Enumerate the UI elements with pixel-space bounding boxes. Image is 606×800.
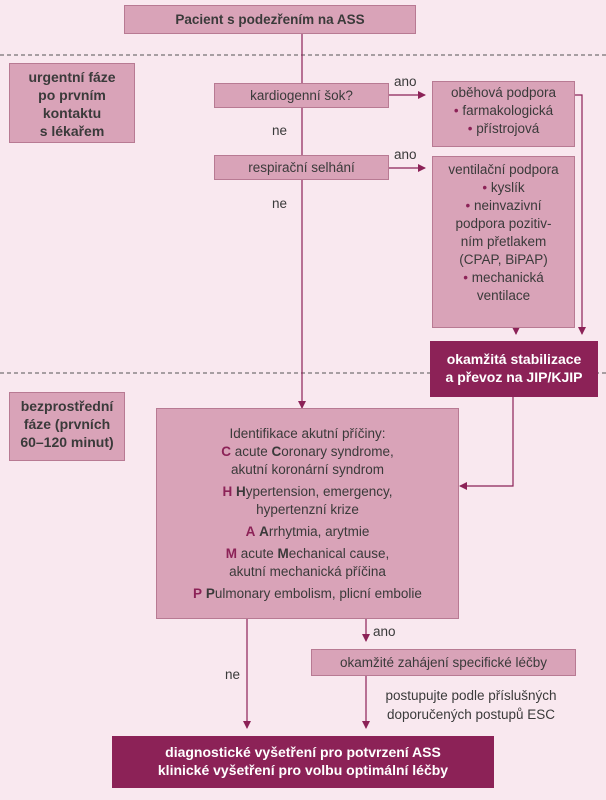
start-label: Pacient s podezřením na ASS bbox=[175, 12, 365, 27]
phase-immediate-line: 60–120 minut) bbox=[20, 434, 114, 450]
guideline-note: postupujte podle příslušných doporučenýc… bbox=[366, 686, 576, 724]
cause-m-czech: akutní mechanická příčina bbox=[229, 564, 386, 579]
phase-immediate: bezprostřední fáze (prvních 60–120 minut… bbox=[9, 392, 125, 461]
cause-c: C acute Coronary syndrome, bbox=[221, 444, 394, 459]
cause-c-czech: akutní koronární syndrom bbox=[230, 462, 385, 477]
ventilation-line: (CPAP, BiPAP) bbox=[459, 252, 548, 267]
label-no: ne bbox=[272, 196, 288, 211]
start-box: Pacient s podezřením na ASS bbox=[124, 5, 416, 34]
phase-urgent-line: kontaktu bbox=[42, 105, 102, 121]
decision-resp-label: respirační selhání bbox=[248, 160, 355, 175]
circulatory-item: • přístrojová bbox=[467, 121, 540, 136]
phase-immediate-line: bezprostřední bbox=[20, 398, 114, 414]
circulatory-item: • farmakologická bbox=[453, 103, 554, 118]
guideline-line: postupujte podle příslušných bbox=[385, 688, 557, 703]
ventilation-title: ventilační podpora bbox=[448, 162, 559, 177]
phase-urgent: urgentní fáze po prvním kontaktu s lékař… bbox=[9, 63, 135, 143]
final-line: klinické vyšetření pro volbu optimální l… bbox=[157, 762, 449, 778]
label-no: ne bbox=[272, 123, 288, 138]
ventilation-item: • kyslík bbox=[482, 180, 525, 195]
label-yes: ano bbox=[394, 147, 417, 162]
cause-m: M acute Mechanical cause, bbox=[225, 546, 390, 561]
arrow-circ-to-stab bbox=[575, 94, 586, 335]
cause-h: H Hypertension, emergency, bbox=[222, 484, 393, 499]
stabilization-line: okamžitá stabilizace bbox=[446, 351, 582, 367]
cause-a: A Arrhytmia, arytmie bbox=[245, 524, 370, 539]
phase-immediate-line: fáze (prvních bbox=[23, 416, 111, 432]
ventilation-item: • mechanická bbox=[463, 270, 544, 285]
phase-urgent-line: po prvním bbox=[38, 87, 106, 103]
specific-label: okamžité zahájení specifické léčby bbox=[339, 655, 548, 670]
decision-respiratory: respirační selhání bbox=[214, 155, 389, 180]
label-yes: ano bbox=[373, 624, 396, 639]
circulatory-support-box: oběhová podpora • farmakologická • příst… bbox=[432, 81, 575, 147]
stabilization-line: a převoz na JIP/KJIP bbox=[445, 369, 583, 385]
final-box: diagnostické vyšetření pro potvrzení ASS… bbox=[112, 736, 494, 788]
phase-urgent-line: urgentní fáze bbox=[28, 69, 116, 85]
identification-box: Identifikace akutní příčiny: C acute Cor… bbox=[156, 408, 459, 619]
label-no: ne bbox=[225, 667, 241, 682]
cause-h-czech: hypertenzní krize bbox=[256, 502, 359, 517]
guideline-line: doporučených postupů ESC bbox=[386, 707, 556, 722]
decision-shock-label: kardiogenní šok? bbox=[250, 88, 353, 103]
label-yes: ano bbox=[394, 74, 417, 89]
ventilation-line: podpora pozitiv- bbox=[455, 216, 552, 231]
specific-treatment-box: okamžité zahájení specifické léčby bbox=[311, 649, 576, 676]
phase-urgent-line: s lékařem bbox=[39, 123, 105, 139]
ventilation-support-box: ventilační podpora • kyslík • neinvazivn… bbox=[432, 156, 575, 328]
stabilization-box: okamžitá stabilizace a převoz na JIP/KJI… bbox=[430, 341, 598, 397]
final-line: diagnostické vyšetření pro potvrzení ASS bbox=[165, 744, 441, 760]
cause-p: P Pulmonary embolism, plicní embolie bbox=[193, 586, 422, 601]
arrow-ident-stab bbox=[459, 390, 517, 490]
identification-title: Identifikace akutní příčiny: bbox=[229, 426, 386, 441]
circulatory-title: oběhová podpora bbox=[450, 85, 557, 100]
ventilation-item: • neinvazivní bbox=[465, 198, 542, 213]
ventilation-line: ventilace bbox=[476, 288, 531, 303]
ventilation-line: ním přetlakem bbox=[460, 234, 547, 249]
decision-shock: kardiogenní šok? bbox=[214, 83, 389, 108]
